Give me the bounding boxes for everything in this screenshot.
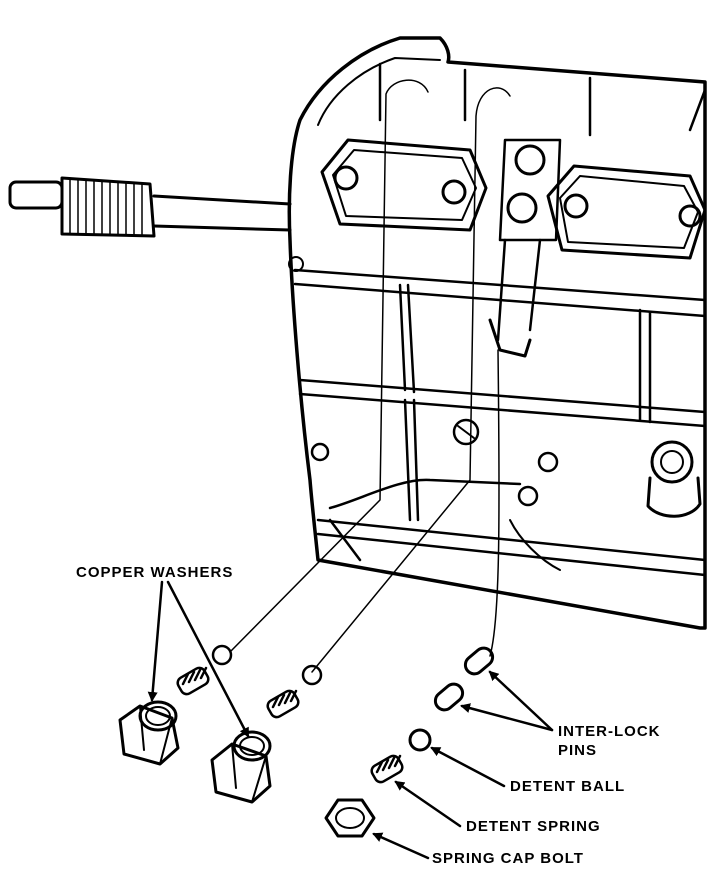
label-spring-cap-bolt: SPRING CAP BOLT [432,850,584,867]
label-detent-spring: DETENT SPRING [466,818,601,835]
leader-interlock-pin-upper [488,670,554,732]
leader-copper-washer-center [166,580,250,738]
ball-left [211,644,233,666]
leader-lines [147,580,554,860]
leader-spring-cap-bolt [372,832,430,860]
spring-center [266,689,300,719]
detent-ball [408,728,432,752]
interlock-pin-lower [433,682,465,712]
spring-cap-bolt [324,798,376,838]
plug-bolt-center [210,730,272,804]
label-detent-ball: DETENT BALL [510,778,626,795]
leader-interlock-pin-lower [460,703,554,732]
interlock-pin-upper [463,646,495,676]
label-interlock-pins-line1: INTER-LOCK [558,723,661,740]
transmission-case [287,36,707,630]
detent-spring [370,754,404,784]
ball-center [301,664,323,686]
leader-detent-spring [394,780,462,828]
leader-detent-ball [430,746,506,788]
leader-copper-washer-left [147,580,164,702]
assembly-lines [229,79,511,673]
label-copper-washers: COPPER WASHERS [76,564,234,581]
label-interlock-pins-line2: PINS [558,742,598,759]
plug-bolt-left [118,700,180,766]
spring-left [176,666,210,696]
input-shaft [8,176,292,238]
